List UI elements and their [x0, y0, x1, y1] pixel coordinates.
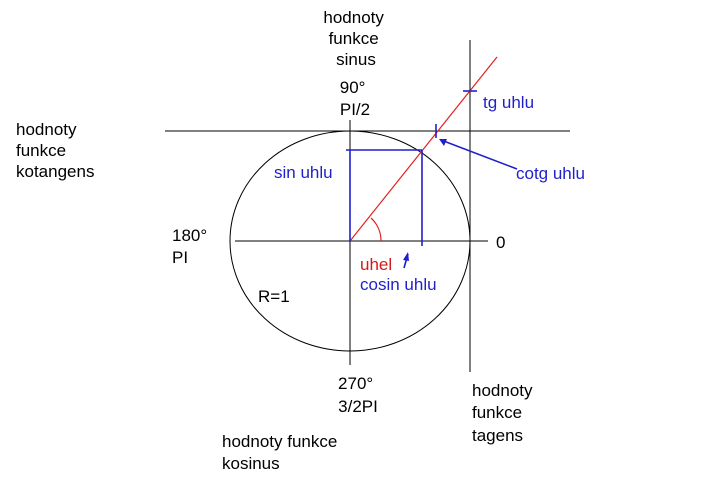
angle-270-label: 270° 3/2PI [338, 374, 378, 416]
angle-arc [370, 217, 382, 242]
tagens-axis-label: hodnoty funkce tagens [472, 381, 537, 445]
cos-arrow-head [403, 252, 409, 261]
angle-ray [349, 56, 498, 242]
radius-label: R=1 [258, 287, 290, 306]
angle-label: uhel [360, 255, 392, 274]
kotangens-axis-label: hodnoty funkce kotangens [16, 120, 94, 181]
cot-label: cotg uhlu [516, 164, 585, 183]
tan-label: tg uhlu [483, 93, 534, 112]
sinus-axis-label: hodnoty funkce sinus [323, 8, 388, 69]
sin-label: sin uhlu [274, 163, 333, 182]
angle-180-label: 180° PI [172, 226, 212, 267]
cot-arrow-head [439, 139, 447, 146]
angle-0-label: 0 [496, 233, 505, 252]
cot-arrow-line [440, 139, 518, 170]
cos-label: cosin uhlu [360, 275, 437, 294]
kosinus-axis-label: hodnoty funkce kosinus [222, 432, 342, 473]
angle-90-label: 90° PI/2 [340, 78, 370, 119]
